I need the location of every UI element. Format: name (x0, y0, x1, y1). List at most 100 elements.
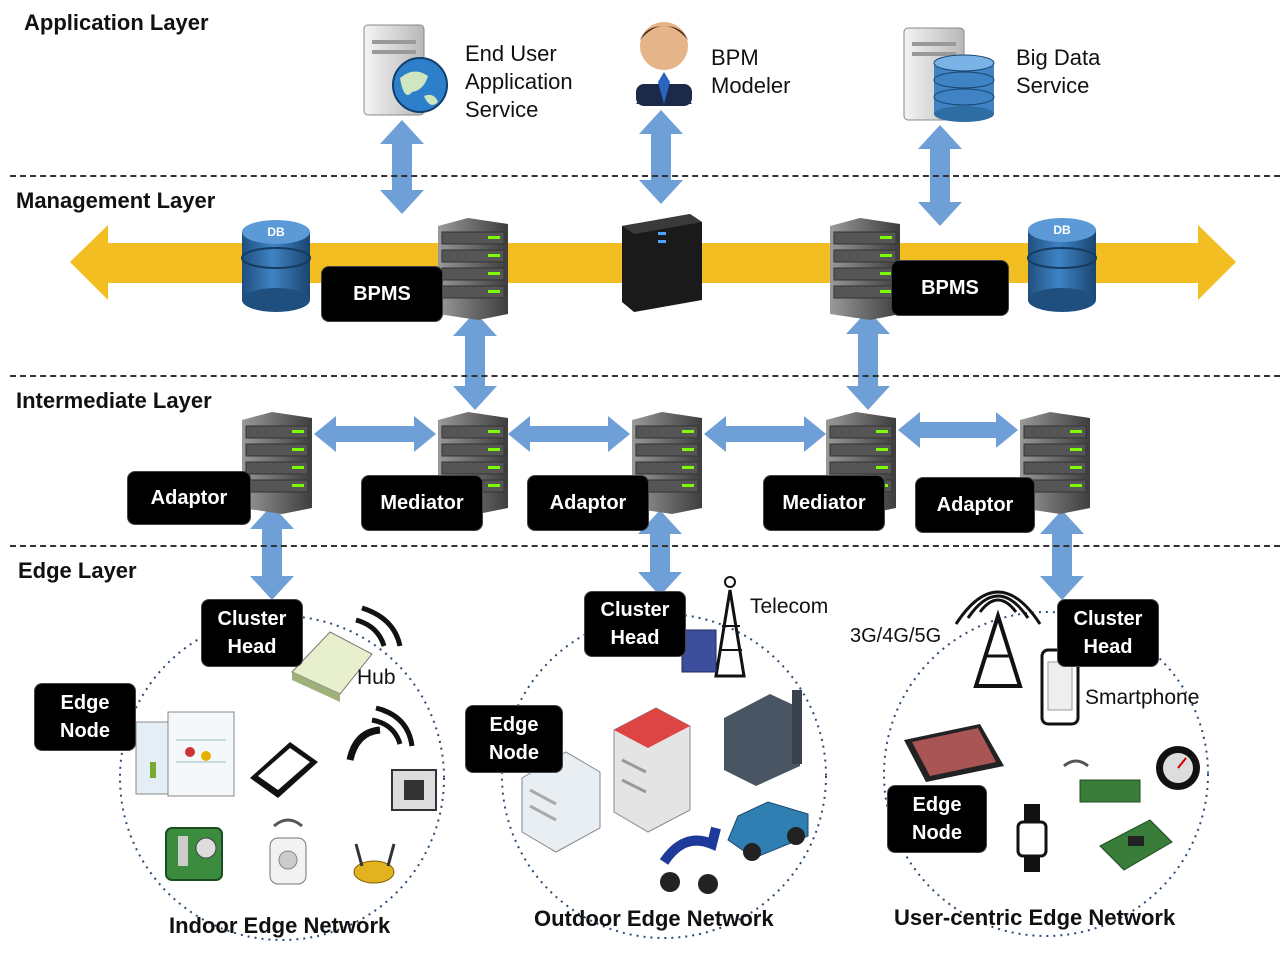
central-server-tower-icon (622, 214, 702, 312)
usb-dongle-icon (1063, 759, 1141, 803)
user-centric-devices (904, 590, 1200, 872)
tag-line: Edge (489, 714, 539, 736)
label-line: Service (1016, 73, 1090, 98)
tag-line: Node (489, 742, 539, 764)
tag-line: Cluster (1073, 608, 1143, 630)
intermediate-layer-label: Intermediate Layer (16, 388, 212, 413)
mediator-1-tag: Mediator (362, 476, 482, 530)
telecom-tower-icon (714, 576, 746, 678)
rack-server-icon (632, 412, 702, 514)
label-line: Modeler (711, 73, 791, 98)
outdoor-devices (521, 576, 809, 894)
mediator-2-tag: Mediator (764, 476, 884, 530)
tag-line: Head (610, 627, 660, 649)
cell-tower-icon (954, 590, 1042, 688)
horizontal-double-arrow (898, 412, 1018, 448)
horizontal-double-arrow (314, 416, 436, 452)
tag-line: Node (912, 822, 962, 844)
tag-line: Edge (912, 794, 962, 816)
bpms-right-tag: BPMS (892, 261, 1008, 315)
sensor-board-icon (165, 827, 223, 881)
hub-router-icon (291, 605, 403, 702)
layer-divider (10, 375, 1280, 377)
telecom-label: Telecom (750, 595, 829, 618)
car-icon (727, 801, 809, 861)
label-line: Application (465, 69, 573, 94)
rack-server-icon (242, 412, 312, 514)
smartphone-device-icon (1040, 648, 1080, 726)
db-cylinder-left-icon: DB (241, 220, 311, 312)
vertical-double-arrow (380, 120, 424, 214)
wireless-router-icon (353, 843, 396, 884)
vertical-double-arrow (250, 505, 294, 600)
smartphone-label: Smartphone (1085, 686, 1200, 709)
rack-server-icon (1020, 412, 1090, 514)
user-centric-network-label: User-centric Edge Network (894, 905, 1176, 930)
indoor-network-label: Indoor Edge Network (169, 913, 391, 938)
circuit-board-icon (1099, 819, 1173, 871)
adaptor-3-tag: Adaptor (916, 478, 1034, 532)
tag-line: Head (1083, 636, 1133, 658)
rack-server-icon (438, 218, 508, 320)
bpm-modeler-person-icon (636, 22, 692, 106)
application-layer-label: Application Layer (24, 10, 209, 35)
layer-divider (10, 545, 1280, 547)
tag-line: Head (227, 636, 277, 658)
label-line: BPM (711, 45, 759, 70)
office-building-icon (521, 751, 601, 853)
big-data-service-label: Big Data Service (1016, 44, 1100, 100)
adaptor-2-tag: Adaptor (528, 476, 648, 530)
management-layer-label: Management Layer (16, 188, 216, 213)
horizontal-double-arrow (508, 416, 630, 452)
vertical-double-arrow (846, 310, 890, 410)
bpms-left-tag: BPMS (322, 267, 442, 321)
db-cylinder-right-icon: DB (1027, 218, 1097, 312)
tower-block-icon (613, 707, 691, 833)
tag-line: Cluster (600, 599, 670, 621)
vertical-double-arrow (639, 110, 683, 204)
smartphone-icon (250, 742, 318, 798)
connector-arrows (250, 110, 1084, 600)
factory-icon (724, 690, 802, 786)
edge-layer-label: Edge Layer (18, 558, 137, 583)
smartwatch-icon (1016, 804, 1048, 872)
db-right-label: DB (1053, 223, 1071, 237)
scooter-icon (659, 826, 721, 894)
vertical-double-arrow (453, 312, 497, 410)
big-data-server-icon (903, 27, 995, 122)
layer-divider (10, 175, 1280, 177)
application-server-icon (363, 24, 448, 116)
gauge-meter-icon (1156, 746, 1200, 790)
tag-line: Edge (60, 692, 110, 714)
horizontal-double-arrow (704, 416, 826, 452)
outdoor-network-label: Outdoor Edge Network (534, 906, 774, 931)
label-line: Service (465, 97, 539, 122)
rack-server-icon (830, 218, 900, 320)
tag-line: Cluster (217, 608, 287, 630)
vertical-double-arrow (638, 510, 682, 596)
smart-plug-icon (269, 818, 307, 885)
hub-label: Hub (357, 666, 396, 689)
end-user-service-label: End User Application Service (465, 40, 573, 124)
small-server-icon (681, 629, 717, 673)
fridge-icon (135, 711, 235, 797)
label-line: Big Data (1016, 45, 1101, 70)
indoor-devices (135, 605, 437, 885)
bpm-modeler-label: BPM Modeler (711, 44, 790, 100)
vertical-double-arrow (1040, 510, 1084, 600)
cellular-label: 3G/4G/5G (850, 625, 942, 647)
db-left-label: DB (267, 225, 285, 239)
adaptor-1-tag: Adaptor (128, 472, 250, 524)
rfid-chip-icon (346, 705, 437, 811)
label-line: End User (465, 41, 557, 66)
tablet-icon (904, 724, 1004, 782)
tag-line: Node (60, 720, 110, 742)
